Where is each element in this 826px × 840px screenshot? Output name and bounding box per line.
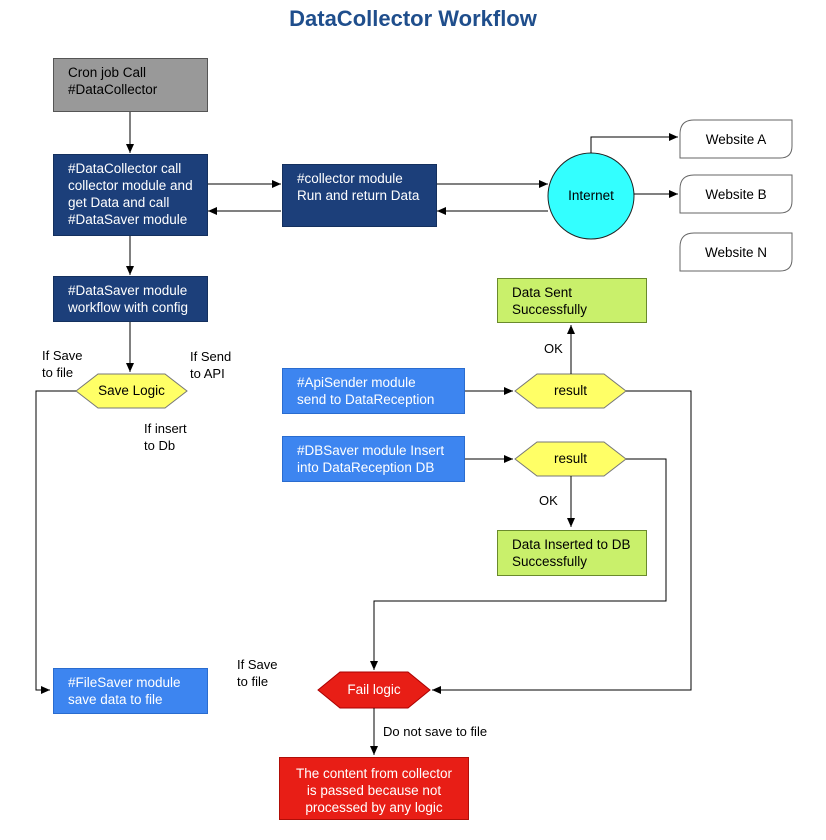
website-n-label: Website N	[704, 245, 768, 260]
page-title: DataCollector Workflow	[289, 6, 537, 31]
label-if-insert-to-db: If insert to Db	[144, 421, 187, 453]
label-if-save-to-file-2: If Save to file	[237, 657, 278, 689]
result-db-label: result	[553, 451, 587, 466]
website-b-label: Website B	[705, 187, 767, 202]
website-n-shape	[679, 232, 793, 272]
label-if-send-to-api: If Send to API	[190, 349, 232, 381]
internet-label: Internet	[568, 188, 614, 203]
db-saver-box: #DBSaver module Insert into DataReceptio…	[282, 436, 465, 482]
save-logic-label: Save Logic	[98, 383, 165, 398]
label-ok-db: OK	[539, 493, 558, 508]
file-saver-box: #FileSaver module save data to file	[53, 668, 208, 714]
website-a-label: Website A	[705, 132, 767, 147]
label-ok-api: OK	[544, 341, 563, 356]
fail-logic-shape	[317, 671, 431, 709]
label-if-save-to-file: If Save to file	[42, 348, 83, 380]
edge-result-db-to-fail	[370, 458, 667, 670]
edge-save-logic-to-file-saver	[35, 390, 76, 694]
cron-job-box: Cron job Call #DataCollector	[53, 58, 208, 112]
data-sent-box: Data Sent Successfully	[497, 278, 647, 323]
edge-internet-to-website-a	[590, 133, 678, 153]
data-saver-box: #DataSaver module workflow with config	[53, 276, 208, 322]
result-api-label: result	[553, 383, 587, 398]
label-do-not-save: Do not save to file	[383, 724, 488, 739]
edge-result-api-to-fail	[432, 390, 692, 694]
website-b-shape	[679, 174, 793, 214]
website-a-shape	[679, 119, 793, 159]
fail-content-box: The content from collector is passed bec…	[279, 757, 469, 820]
data-collector-box: #DataCollector call collector module and…	[53, 154, 208, 236]
fail-logic-label: Fail logic	[347, 682, 401, 697]
data-inserted-box: Data Inserted to DB Successfully	[497, 530, 647, 576]
save-logic-shape	[75, 373, 188, 409]
api-sender-box: #ApiSender module send to DataReception	[282, 368, 465, 414]
collector-module-box: #collector module Run and return Data	[282, 164, 437, 227]
